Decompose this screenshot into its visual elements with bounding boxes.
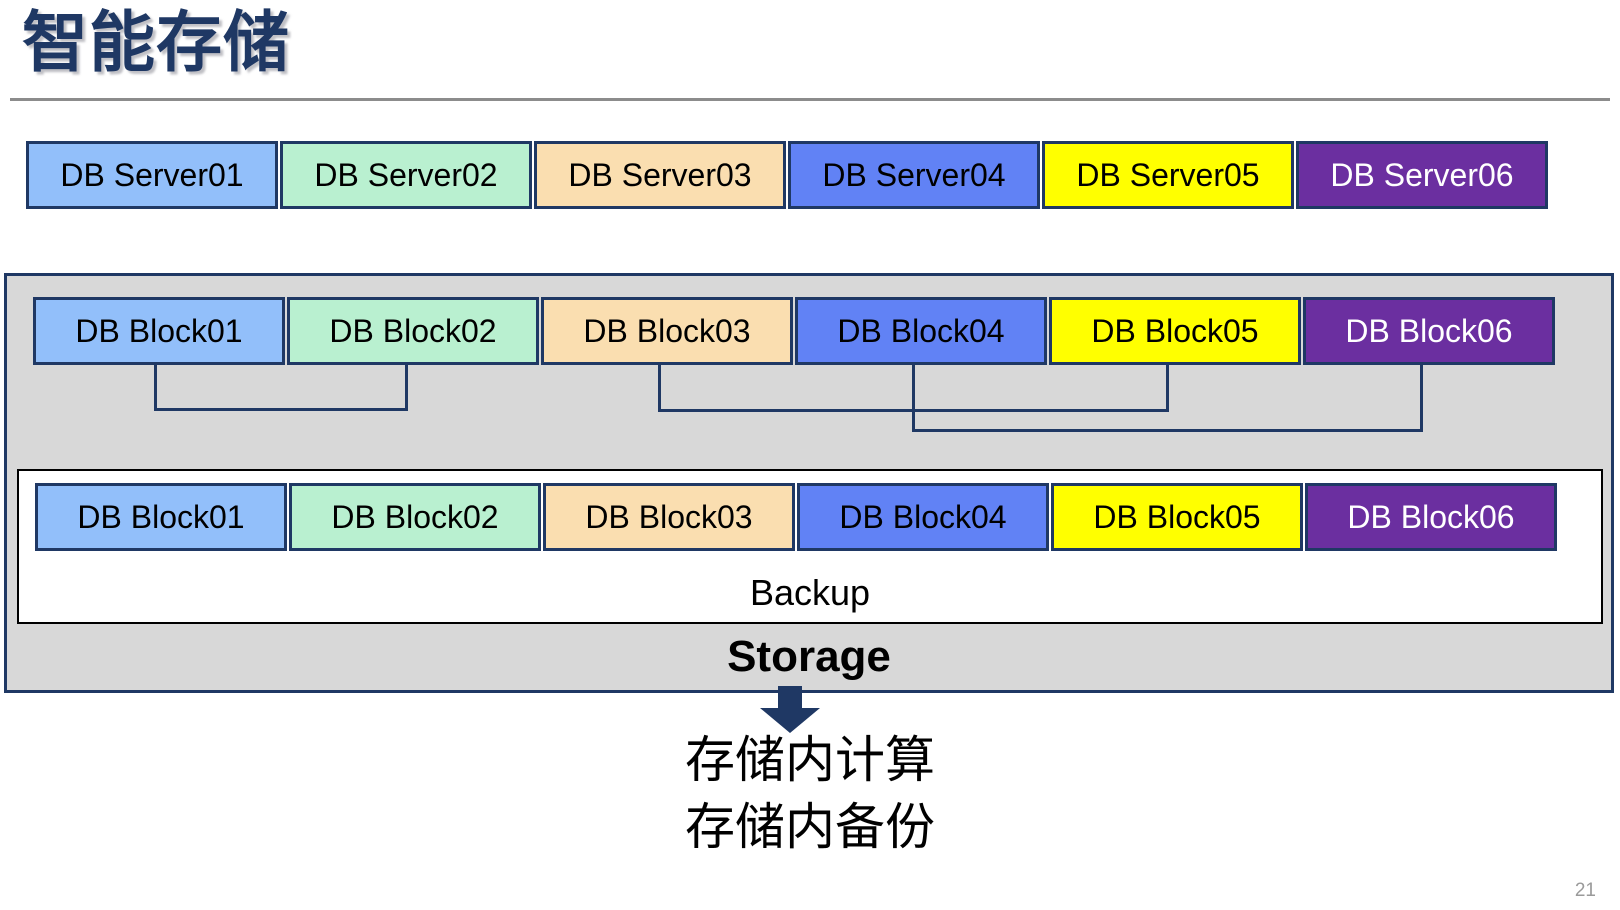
down-arrow-icon — [759, 686, 821, 734]
db-block-box-backup-2[interactable]: DB Block02 — [289, 483, 541, 551]
pair-block01-block02-vertical-2 — [405, 365, 408, 411]
db-block-box-top-label: DB Block03 — [583, 312, 751, 349]
caption-in-storage-compute: 存储内计算 — [685, 732, 935, 788]
db-server-box-label: DB Server02 — [314, 156, 498, 193]
db-block-box-backup-4[interactable]: DB Block04 — [797, 483, 1049, 551]
db-block-box-top-label: DB Block04 — [837, 312, 1005, 349]
db-block-box-backup-1[interactable]: DB Block01 — [35, 483, 287, 551]
page-title: 智能存储 — [22, 5, 290, 79]
storage-label: Storage — [727, 632, 891, 681]
pair-block04-block06-vertical-1 — [912, 365, 915, 432]
pair-block04-block06-vertical-2 — [1420, 365, 1423, 432]
db-block-box-backup-label: DB Block06 — [1347, 498, 1515, 535]
db-server-box-label: DB Server04 — [822, 156, 1006, 193]
db-server-box-label: DB Server03 — [568, 156, 752, 193]
db-block-box-top-3[interactable]: DB Block03 — [541, 297, 793, 365]
db-server-box-5[interactable]: DB Server05 — [1042, 141, 1294, 209]
db-block-box-top-label: DB Block02 — [329, 312, 497, 349]
db-server-box-label: DB Server01 — [60, 156, 244, 193]
db-block-box-top-label: DB Block06 — [1345, 312, 1513, 349]
db-block-box-top-4[interactable]: DB Block04 — [795, 297, 1047, 365]
pair-block03-block05-vertical-2 — [1166, 365, 1169, 412]
db-block-box-backup-6[interactable]: DB Block06 — [1305, 483, 1557, 551]
db-server-box-4[interactable]: DB Server04 — [788, 141, 1040, 209]
db-block-box-backup-label: DB Block04 — [839, 498, 1007, 535]
storage-panel: DB Block06 DB Block05 DB Block04 DB Block03… — [4, 273, 1614, 733]
db-block-box-top-label: DB Block05 — [1091, 312, 1259, 349]
db-block-box-backup-5[interactable]: DB Block05 — [1051, 483, 1303, 551]
db-block-box-top-label: DB Block01 — [75, 312, 243, 349]
db-block-box-backup-label: DB Block02 — [331, 498, 499, 535]
db-block-box-top-1[interactable]: DB Block01 — [33, 297, 285, 365]
pair-block01-block02-horizontal — [154, 408, 408, 411]
db-server-box-label: DB Server06 — [1330, 156, 1514, 193]
caption-in-storage-backup: 存储内备份 — [685, 799, 935, 855]
db-block-box-top-2[interactable]: DB Block02 — [287, 297, 539, 365]
db-server-box-label: DB Server05 — [1076, 156, 1260, 193]
db-server-box-2[interactable]: DB Server02 — [280, 141, 532, 209]
db-block-box-top-6[interactable]: DB Block06 — [1303, 297, 1555, 365]
pair-block01-block02-vertical-1 — [154, 365, 157, 411]
db-server-box-3[interactable]: DB Server03 — [534, 141, 786, 209]
pair-block04-block06-horizontal — [912, 429, 1423, 432]
title-divider — [10, 98, 1610, 101]
db-block-box-backup-label: DB Block03 — [585, 498, 753, 535]
page-number: 21 — [1574, 880, 1596, 901]
db-block-box-backup-label: DB Block01 — [77, 498, 245, 535]
db-server-box-1[interactable]: DB Server01 — [26, 141, 278, 209]
pair-block03-block05-vertical-1 — [658, 365, 661, 412]
backup-label: Backup — [749, 572, 871, 613]
backup-panel: DB Block06 DB Block05 DB Block04 DB Block03… — [17, 469, 1603, 624]
db-block-box-top-5[interactable]: DB Block05 — [1049, 297, 1301, 365]
db-block-box-backup-label: DB Block05 — [1093, 498, 1261, 535]
db-server-box-6[interactable]: DB Server06 — [1296, 141, 1548, 209]
db-block-box-backup-3[interactable]: DB Block03 — [543, 483, 795, 551]
